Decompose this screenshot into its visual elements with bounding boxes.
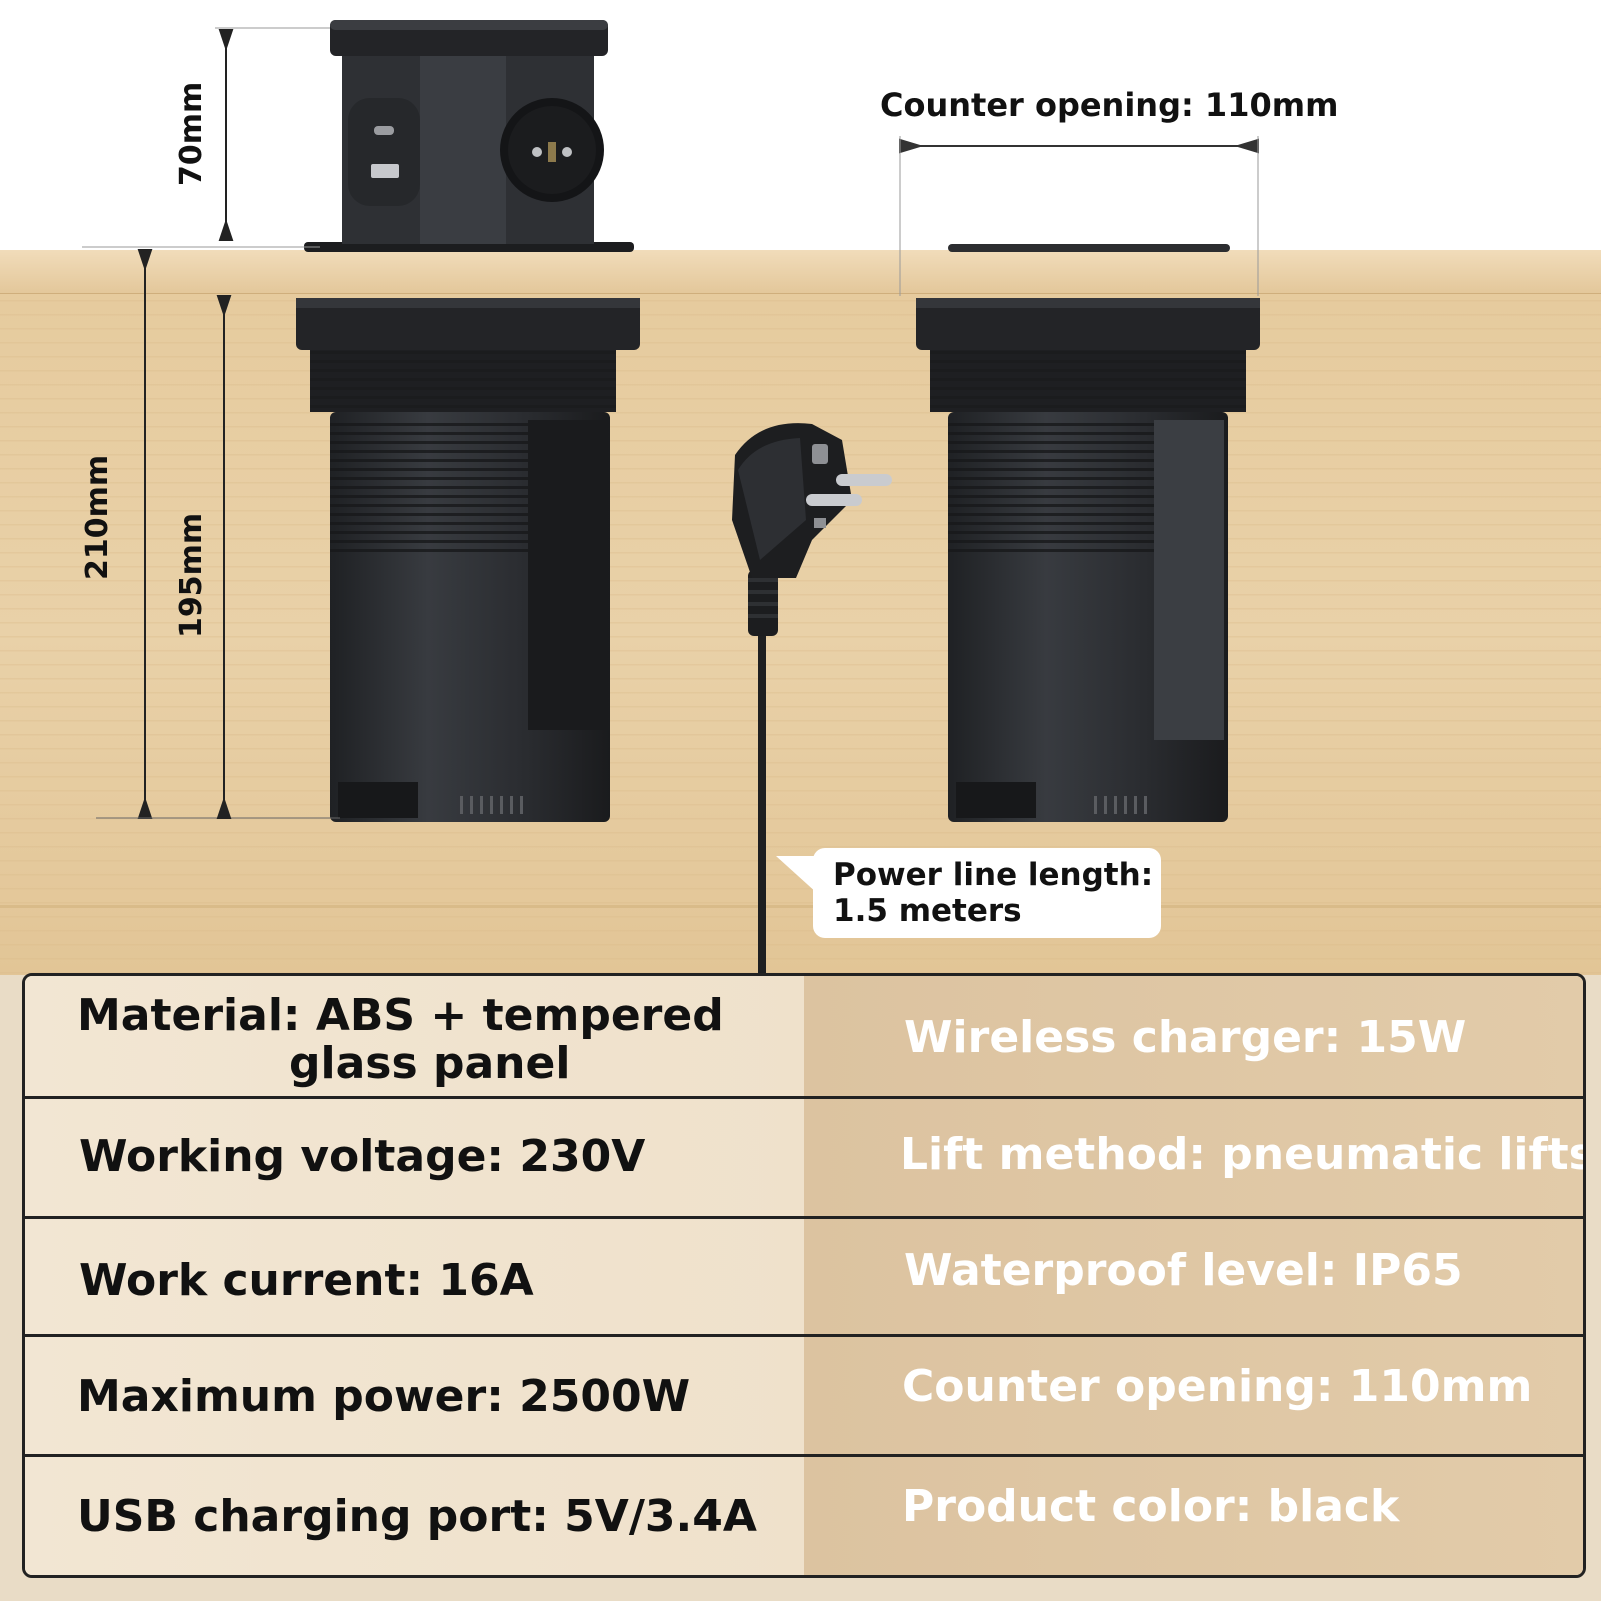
- spec-row: Maximum power: 2500W Counter opening: 11…: [25, 1337, 1583, 1454]
- schuko-plug-icon: [732, 423, 892, 975]
- product-scene: [0, 0, 1601, 975]
- spec-work-current: Work current: 16A: [79, 1255, 534, 1306]
- spec-usb-charging-port: USB charging port: 5V/3.4A: [77, 1491, 757, 1542]
- specs-table: Material: ABS + tempered glass panel Wir…: [22, 973, 1586, 1578]
- spec-cell-right: Waterproof level: IP65: [804, 1219, 1583, 1334]
- spec-maximum-power: Maximum power: 2500W: [77, 1371, 691, 1422]
- row-divider: [25, 1096, 1583, 1099]
- dim-line-70mm: [215, 27, 330, 241]
- spec-cell-left: Working voltage: 230V: [25, 1099, 804, 1216]
- background-white: [0, 0, 1601, 250]
- spec-cell-left: Maximum power: 2500W: [25, 1337, 804, 1454]
- spec-cell-left: Material: ABS + tempered glass panel: [25, 976, 804, 1096]
- spec-row: Work current: 16A Waterproof level: IP65: [25, 1219, 1583, 1334]
- spec-row: USB charging port: 5V/3.4A Product color…: [25, 1457, 1583, 1575]
- usb-a-port-icon: [371, 164, 399, 178]
- popup-socket-tower: [304, 20, 634, 252]
- row-divider: [25, 1334, 1583, 1337]
- spec-material-line-1: Material: ABS + tempered: [77, 990, 724, 1041]
- row-divider: [25, 1216, 1583, 1219]
- spec-row: Material: ABS + tempered glass panel Wir…: [25, 976, 1583, 1096]
- callout-line-1: Power line length:: [833, 857, 1154, 893]
- dim-label-70mm: 70mm: [174, 81, 209, 186]
- spec-cell-right: Wireless charger: 15W: [804, 976, 1583, 1096]
- spec-product-color: Product color: black: [902, 1481, 1400, 1532]
- dim-line-counter-opening: [899, 136, 1259, 296]
- flush-cap: [948, 244, 1230, 252]
- right-housing: [916, 298, 1260, 822]
- spec-working-voltage: Working voltage: 230V: [79, 1131, 646, 1182]
- spec-cell-right: Lift method: pneumatic lifts: [804, 1099, 1583, 1216]
- spec-wireless-charger: Wireless charger: 15W: [904, 1012, 1467, 1063]
- row-divider: [25, 1454, 1583, 1457]
- dim-line-195mm: [216, 295, 232, 819]
- usb-port-panel: [348, 98, 420, 206]
- dim-label-195mm: 195mm: [174, 512, 209, 638]
- spec-material-line-2: glass panel: [289, 1038, 571, 1089]
- spec-cell-right: Product color: black: [804, 1457, 1583, 1575]
- counter-top: [0, 250, 1601, 294]
- spec-row: Working voltage: 230V Lift method: pneum…: [25, 1099, 1583, 1216]
- spec-lift-method: Lift method: pneumatic lifts: [900, 1129, 1586, 1180]
- left-housing: [296, 298, 640, 822]
- spec-cell-left: Work current: 16A: [25, 1219, 804, 1334]
- callout-tail: [776, 856, 818, 894]
- callout-line-2: 1.5 meters: [833, 893, 1022, 929]
- dim-label-210mm: 210mm: [80, 454, 115, 580]
- spec-cell-right: Counter opening: 110mm: [804, 1337, 1583, 1454]
- spec-counter-opening: Counter opening: 110mm: [902, 1361, 1533, 1412]
- spec-cell-left: USB charging port: 5V/3.4A: [25, 1457, 804, 1575]
- spec-waterproof-level: Waterproof level: IP65: [904, 1245, 1463, 1296]
- power-line-callout: Power line length: 1.5 meters: [813, 848, 1161, 938]
- dim-label-counter-opening: Counter opening: 110mm: [880, 86, 1339, 124]
- usb-c-port-icon: [374, 126, 394, 135]
